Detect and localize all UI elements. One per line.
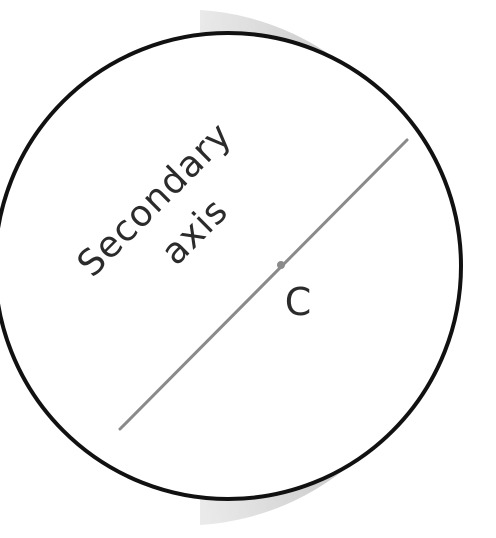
center-point <box>277 261 285 269</box>
center-label: C <box>285 280 312 324</box>
outline-circle <box>0 33 461 499</box>
